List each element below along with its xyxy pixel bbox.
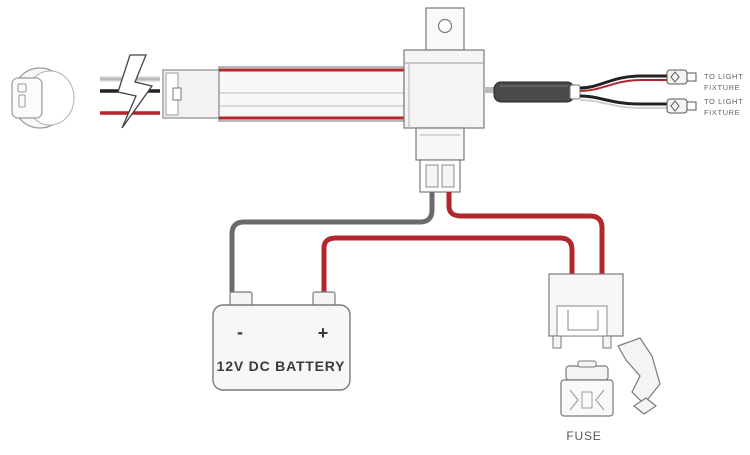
blade-fuse-icon [560, 360, 614, 417]
wire-break-icon [117, 54, 154, 129]
fuse-label: FUSE [566, 429, 601, 443]
fixture-bottom-label-line2: FIXTURE [704, 108, 740, 117]
rocker-switch-icon [11, 67, 75, 129]
fixture-top-label-line1: TO LIGHT [704, 72, 743, 81]
fixture-top-label-line2: FIXTURE [704, 83, 740, 92]
battery-icon [212, 291, 351, 391]
battery-negative-label: - [237, 322, 243, 342]
main-harness [162, 66, 405, 122]
battery-label: 12V DC BATTERY [217, 358, 346, 374]
fixture-bottom-label-line1: TO LIGHT [704, 97, 743, 106]
output-wires [484, 74, 667, 109]
power-wires [229, 192, 605, 292]
fuse-holder-icon [548, 273, 661, 415]
relay-icon [403, 7, 485, 193]
battery-positive-label: + [318, 323, 329, 343]
spade-connector-icon [666, 69, 697, 114]
